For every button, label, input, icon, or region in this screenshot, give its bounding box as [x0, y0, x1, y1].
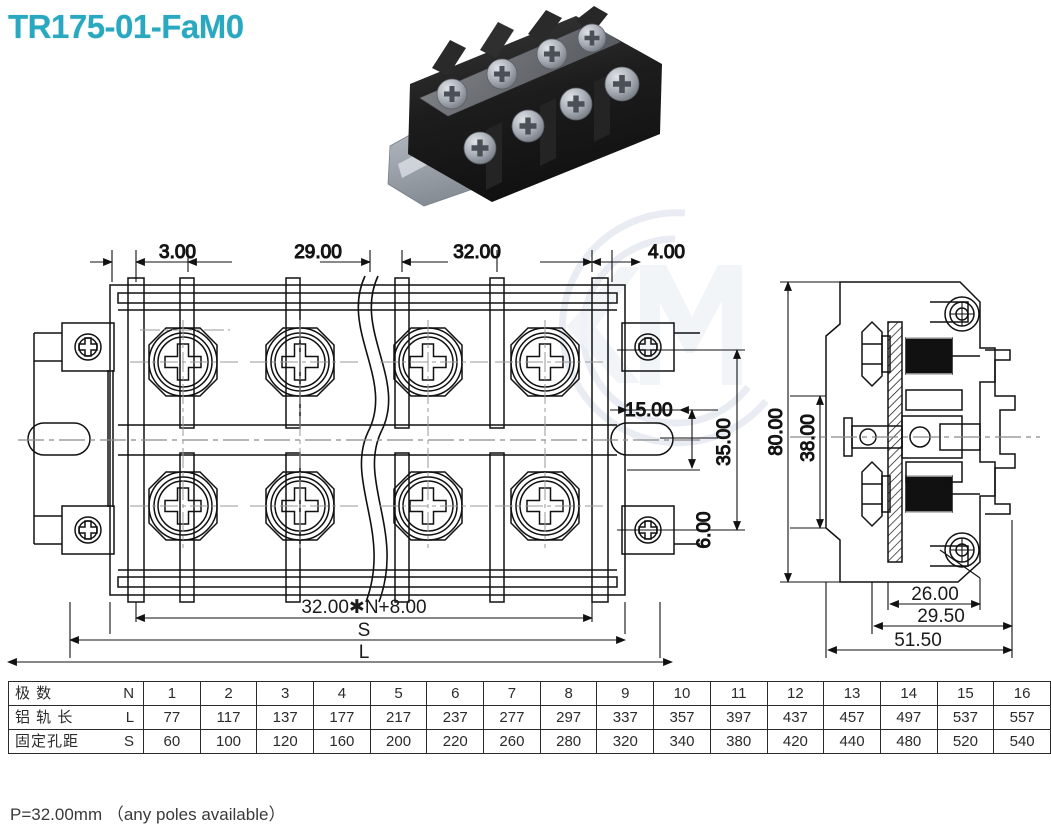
screw-row-upper [436, 23, 607, 110]
side-dimension-group: 80.00 38.00 26.00 29.50 51.50 [765, 281, 1013, 658]
table-row-symbol: L [125, 709, 136, 726]
table-cell: 5 [369, 681, 428, 706]
table-cell: 397 [709, 705, 768, 730]
table-cell: 237 [426, 705, 485, 730]
table-row-label: 极 数 [15, 685, 53, 702]
table-cell: 60 [143, 729, 201, 754]
table-cell: 260 [483, 729, 541, 754]
product-photo [387, 6, 662, 207]
dim-side-51-5: 51.50 [894, 630, 942, 651]
dim-top-0: 3.00 [159, 242, 196, 263]
dim-side-26: 26.00 [911, 584, 959, 605]
table-cell: 337 [596, 705, 655, 730]
dim-right-35: 35.00 [714, 418, 735, 466]
table-cell: 440 [823, 729, 881, 754]
right-dimension-group: 15.00 6.00 35.00 [610, 349, 745, 549]
table-cell: 557 [993, 705, 1051, 730]
table-cell: 13 [823, 681, 881, 706]
front-view [27, 275, 700, 603]
table-cell: 10 [653, 681, 711, 706]
dim-bottom-S: S [358, 620, 371, 641]
break-line [357, 275, 390, 603]
table-row-symbol: N [123, 685, 136, 702]
table-cell: 16 [993, 681, 1051, 706]
table-cell: 177 [313, 705, 371, 730]
table-cell: 9 [596, 681, 655, 706]
table-row-label: 固定孔距 [15, 733, 80, 750]
table-cell: 3 [256, 681, 315, 706]
table-cell: 520 [936, 729, 995, 754]
table-cell: 1 [143, 681, 201, 706]
table-cell: 537 [936, 705, 995, 730]
dim-top-3: 4.00 [648, 242, 685, 263]
bottom-dimension-group: 32.00✱N+8.00 S L [7, 597, 673, 666]
table-cell: 220 [426, 729, 485, 754]
table-cell: 340 [653, 729, 711, 754]
left-mounting-bracket [27, 322, 115, 555]
table-cell: 7 [483, 681, 541, 706]
table-cell: 297 [539, 705, 598, 730]
table-row-header: 固定孔距 S [7, 729, 145, 754]
table-cell: 217 [369, 705, 428, 730]
table-cell: 120 [256, 729, 315, 754]
table-cell: 437 [766, 705, 825, 730]
table-cell: 277 [483, 705, 541, 730]
table-cell: 280 [539, 729, 598, 754]
table-cell: 137 [256, 705, 315, 730]
table-cell: 2 [199, 681, 258, 706]
dim-right-6: 6.00 [694, 512, 715, 549]
table-cell: 4 [313, 681, 371, 706]
table-cell: 457 [823, 705, 881, 730]
table-cell: 160 [313, 729, 371, 754]
table-cell: 117 [199, 705, 258, 730]
table-cell: 380 [709, 729, 768, 754]
table-cell: 12 [766, 681, 825, 706]
technical-drawing: 3.00 29.00 32.00 4.00 15.00 6.00 35.00 [7, 241, 1040, 666]
dim-bottom-formula: 32.00✱N+8.00 [301, 597, 426, 618]
page-title: TR175-01-FaM0 [8, 8, 244, 45]
table-row-symbol: S [124, 733, 136, 750]
dim-side-38: 38.00 [798, 414, 819, 462]
table-cell: 77 [143, 705, 201, 730]
table-cell: 497 [879, 705, 938, 730]
table-cell: 6 [426, 681, 485, 706]
top-dimension-group: 3.00 29.00 32.00 4.00 [90, 241, 686, 282]
table-cell: 15 [936, 681, 995, 706]
dim-right-15: 15.00 [625, 400, 673, 421]
table-cell: 14 [879, 681, 938, 706]
table-row-label: 铝 轨 长 [15, 709, 74, 726]
footer-note: P=32.00mm （any poles available） [10, 805, 286, 824]
table-cell: 540 [993, 729, 1051, 754]
table-cell: 420 [766, 729, 825, 754]
table-cell: 357 [653, 705, 711, 730]
table-cell: 8 [539, 681, 598, 706]
table-cell: 100 [199, 729, 258, 754]
table-cell: 200 [369, 729, 428, 754]
table-cell: 480 [879, 729, 938, 754]
dim-side-80: 80.00 [766, 408, 787, 456]
screw-row-lower [463, 66, 640, 165]
dim-bottom-L: L [359, 642, 370, 663]
dim-top-2: 32.00 [453, 242, 501, 263]
dim-top-1: 29.00 [294, 242, 342, 263]
table-cell: 320 [596, 729, 655, 754]
dim-side-29-5: 29.50 [917, 606, 965, 627]
side-view [825, 281, 1016, 583]
table-cell: 11 [709, 681, 768, 706]
